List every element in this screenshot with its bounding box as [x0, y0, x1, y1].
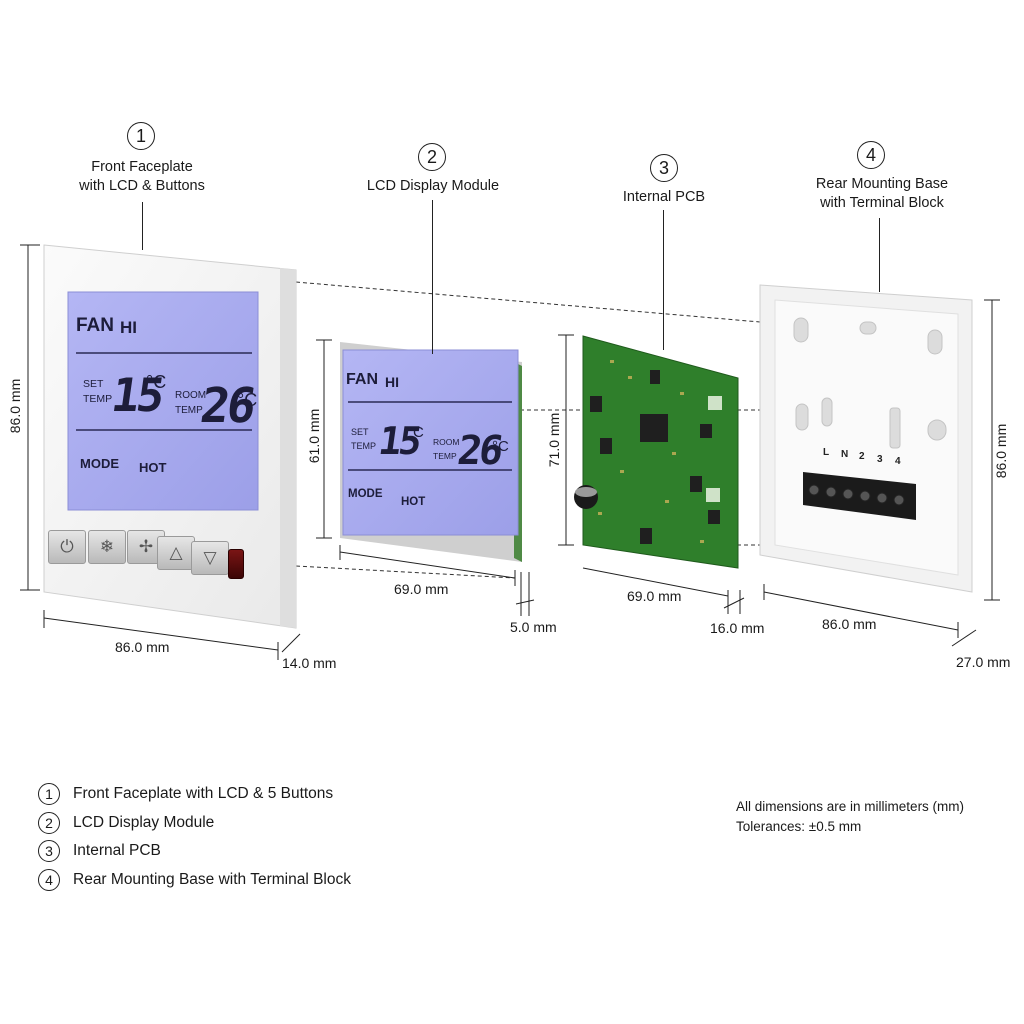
legend-text-1: Front Faceplate with LCD & 5 Buttons	[73, 785, 334, 803]
terminal-label-3: 3	[877, 454, 883, 465]
up-arrow-icon: △	[169, 543, 183, 562]
power-icon: ⏻	[60, 537, 74, 556]
legend-text-2: LCD Display Module	[73, 813, 215, 831]
terminal-label-l: L	[823, 447, 830, 458]
legend-item-2: 2 LCD Display Module	[38, 809, 351, 838]
front-faceplate	[43, 244, 297, 629]
faceplate-lcd-set-unit: °C	[146, 372, 167, 392]
legend-number-3: 3	[38, 840, 60, 863]
module-lcd-mode-label: MODE	[348, 488, 383, 500]
dimension-lines	[20, 244, 1000, 660]
faceplate-lcd-mode-value: HOT	[139, 460, 167, 475]
note-units: All dimensions are in millimeters (mm)	[736, 799, 965, 814]
leader-line-2	[432, 200, 433, 354]
leader-line-1	[142, 202, 143, 250]
module-lcd-mode-value: HOT	[401, 496, 426, 508]
terminal-label-4: 4	[895, 456, 901, 467]
module-lcd-fan-speed: HI	[385, 374, 399, 390]
module-room-line1: ROOM	[433, 437, 460, 447]
faceplate-lcd-fan-label: FAN	[76, 315, 114, 336]
up-button[interactable]: △	[157, 536, 195, 570]
dim-pcb-width: 69.0 mm	[627, 588, 682, 604]
dim-base-width: 86.0 mm	[822, 616, 877, 632]
callout-label-2: LCD Display Module	[357, 177, 509, 196]
callout-label-4-line1: Rear Mounting Base	[815, 176, 949, 192]
callout-label-2-line1: LCD Display Module	[366, 178, 500, 194]
legend-number-2: 2	[38, 811, 60, 834]
callout-number-2: 2	[418, 143, 446, 171]
callout-label-1-line1: Front Faceplate	[91, 159, 193, 175]
faceplate-lcd-room-unit: °C	[237, 390, 258, 410]
lcd-module	[340, 342, 522, 562]
faceplate-set-line2: TEMP	[83, 393, 113, 405]
dim-base-depth: 27.0 mm	[956, 654, 1011, 670]
legend-item-1: 1 Front Faceplate with LCD & 5 Buttons	[38, 780, 351, 809]
callout-label-3-line1: Internal PCB	[622, 189, 706, 205]
module-lcd-fan-label: FAN	[346, 371, 378, 388]
component-legend: 1 Front Faceplate with LCD & 5 Buttons 2…	[38, 780, 351, 894]
callout-number-3: 3	[650, 154, 678, 182]
dim-pcb-depth: 16.0 mm	[710, 620, 765, 636]
fan-icon: ✢	[138, 537, 154, 556]
callout-label-1-line2: with LCD & Buttons	[79, 178, 205, 194]
pcb-board	[574, 335, 739, 569]
leader-line-4	[879, 218, 880, 292]
down-button[interactable]: ▽	[191, 541, 229, 575]
legend-number-4: 4	[38, 868, 60, 891]
dimension-notes: All dimensions are in millimeters (mm) T…	[736, 797, 964, 837]
dim-base-height: 86.0 mm	[993, 423, 1009, 479]
faceplate-lcd-fan-speed: HI	[120, 318, 137, 337]
dim-faceplate-depth: 14.0 mm	[282, 655, 337, 671]
callout-number-4: 4	[857, 141, 885, 169]
faceplate-set-line1: SET	[83, 378, 104, 390]
faceplate-room-line1: ROOM	[175, 390, 207, 401]
module-room-line2: TEMP	[433, 451, 457, 461]
legend-text-4: Rear Mounting Base with Terminal Block	[73, 870, 351, 888]
snowflake-icon: ❄	[99, 537, 115, 556]
status-led	[228, 549, 244, 579]
callout-label-1: Front Faceplate with LCD & Buttons	[66, 158, 218, 196]
callout-label-4: Rear Mounting Base with Terminal Block	[806, 175, 958, 213]
dim-faceplate-height: 86.0 mm	[7, 378, 23, 434]
dim-lcd-height: 61.0 mm	[306, 408, 322, 464]
callout-label-4-line2: with Terminal Block	[820, 195, 944, 211]
dim-lcd-width: 69.0 mm	[394, 581, 449, 597]
legend-text-3: Internal PCB	[73, 842, 161, 860]
legend-item-3: 3 Internal PCB	[38, 837, 351, 866]
terminal-label-2: 2	[859, 451, 865, 462]
dim-faceplate-width: 86.0 mm	[115, 639, 170, 655]
dim-pcb-height: 71.0 mm	[546, 412, 562, 468]
module-set-line2: TEMP	[351, 441, 377, 451]
down-arrow-icon: ▽	[203, 548, 217, 567]
module-lcd-room-label: ROOM TEMP	[433, 435, 459, 463]
legend-number-1: 1	[38, 783, 60, 806]
faceplate-lcd-set-label: SET TEMP	[83, 377, 112, 407]
dim-lcd-depth: 5.0 mm	[510, 619, 557, 635]
terminal-label-n: N	[841, 449, 849, 460]
mode-snow-button[interactable]: ❄	[88, 530, 126, 564]
module-lcd-set-label: SET TEMP	[351, 425, 376, 453]
callout-number-1: 1	[127, 122, 155, 150]
module-lcd-set-unit: °C	[407, 424, 424, 441]
module-lcd-room-unit: °C	[492, 438, 509, 455]
power-button[interactable]: ⏻	[48, 530, 86, 564]
module-set-line1: SET	[351, 427, 369, 437]
callout-label-3: Internal PCB	[588, 188, 740, 207]
note-tolerance: Tolerances: ±0.5 mm	[736, 819, 862, 834]
faceplate-room-line2: TEMP	[175, 405, 203, 416]
faceplate-lcd-room-label: ROOM TEMP	[175, 388, 206, 418]
rear-mounting-base	[759, 284, 973, 593]
faceplate-lcd-mode-label: MODE	[80, 456, 119, 471]
leader-line-3	[663, 210, 664, 350]
legend-item-4: 4 Rear Mounting Base with Terminal Block	[38, 866, 351, 895]
